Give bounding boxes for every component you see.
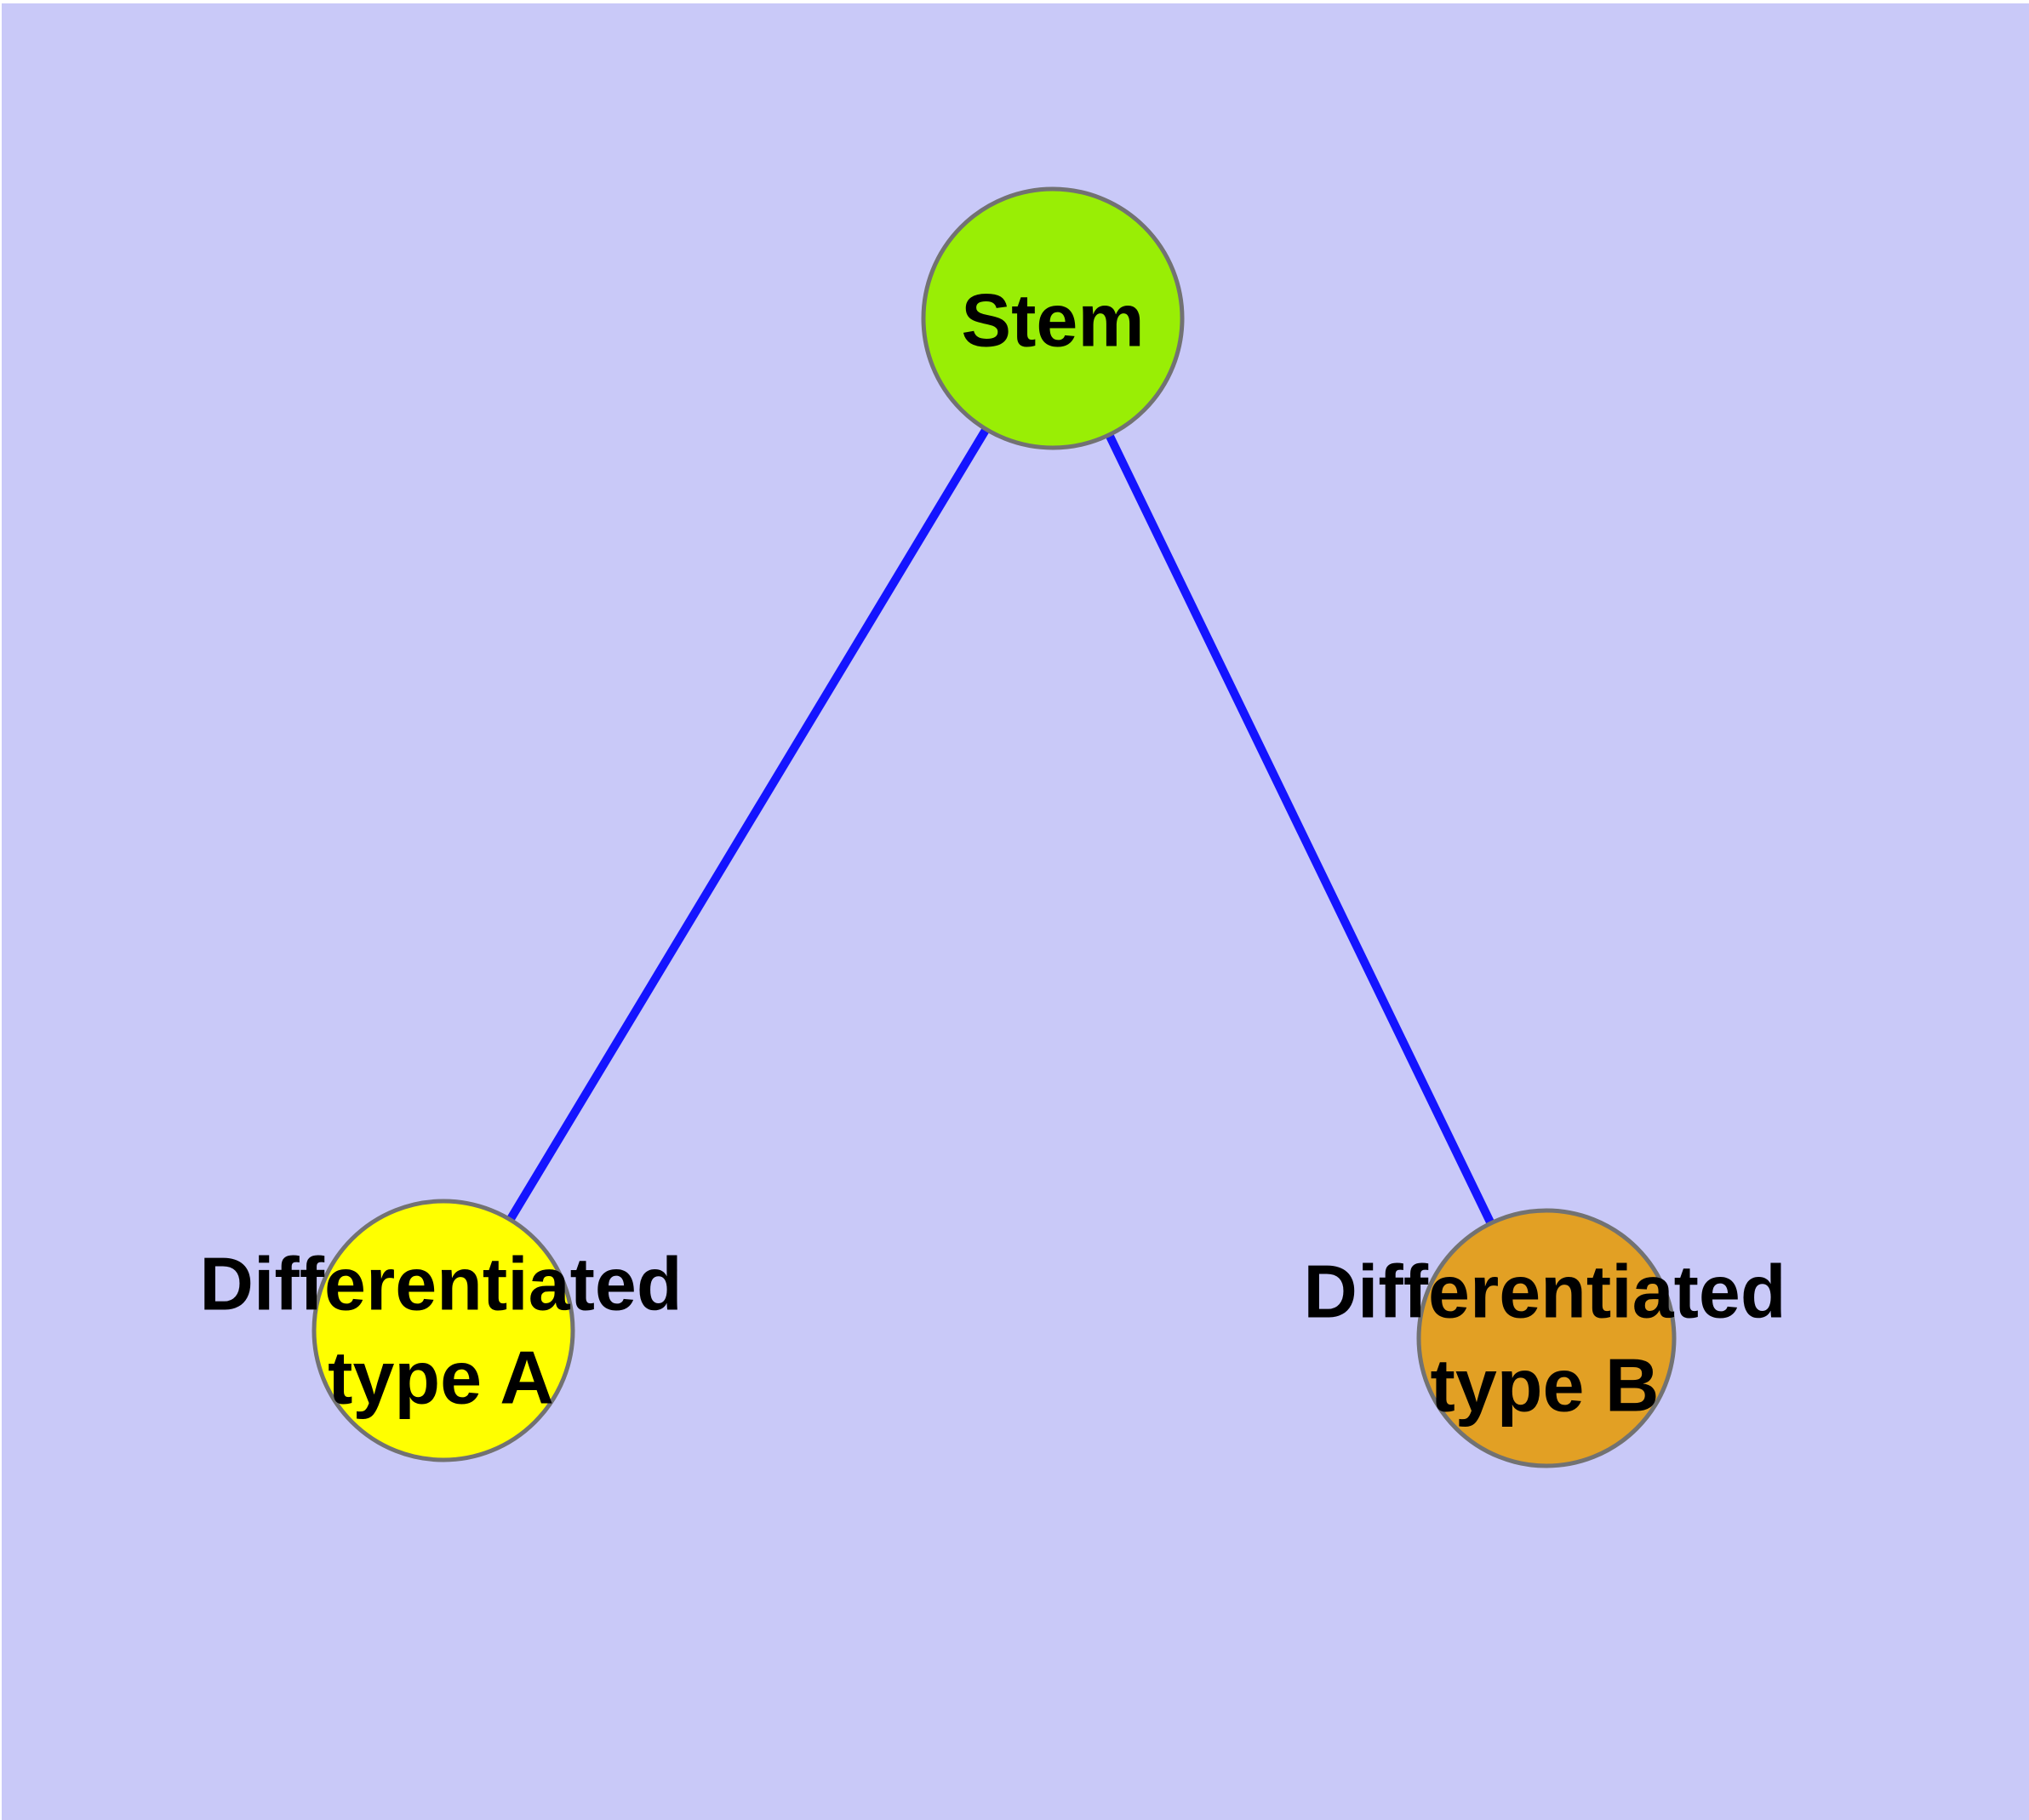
node-type-a-label-line2: type A — [328, 1336, 554, 1420]
node-stem-label: Stem — [961, 278, 1144, 363]
node-differentiated-type-a[interactable] — [311, 1199, 575, 1462]
node-type-b-label-line1: Differentiated — [1303, 1250, 1786, 1334]
node-stem[interactable] — [921, 186, 1185, 450]
node-type-a-label-line1: Differentiated — [199, 1242, 682, 1326]
node-type-b-label-line2: type B — [1431, 1343, 1660, 1428]
edge-stem-to-type-b — [1049, 316, 1551, 1341]
node-differentiated-type-b[interactable] — [1416, 1208, 1677, 1468]
edge-stem-to-type-a — [439, 316, 1057, 1333]
